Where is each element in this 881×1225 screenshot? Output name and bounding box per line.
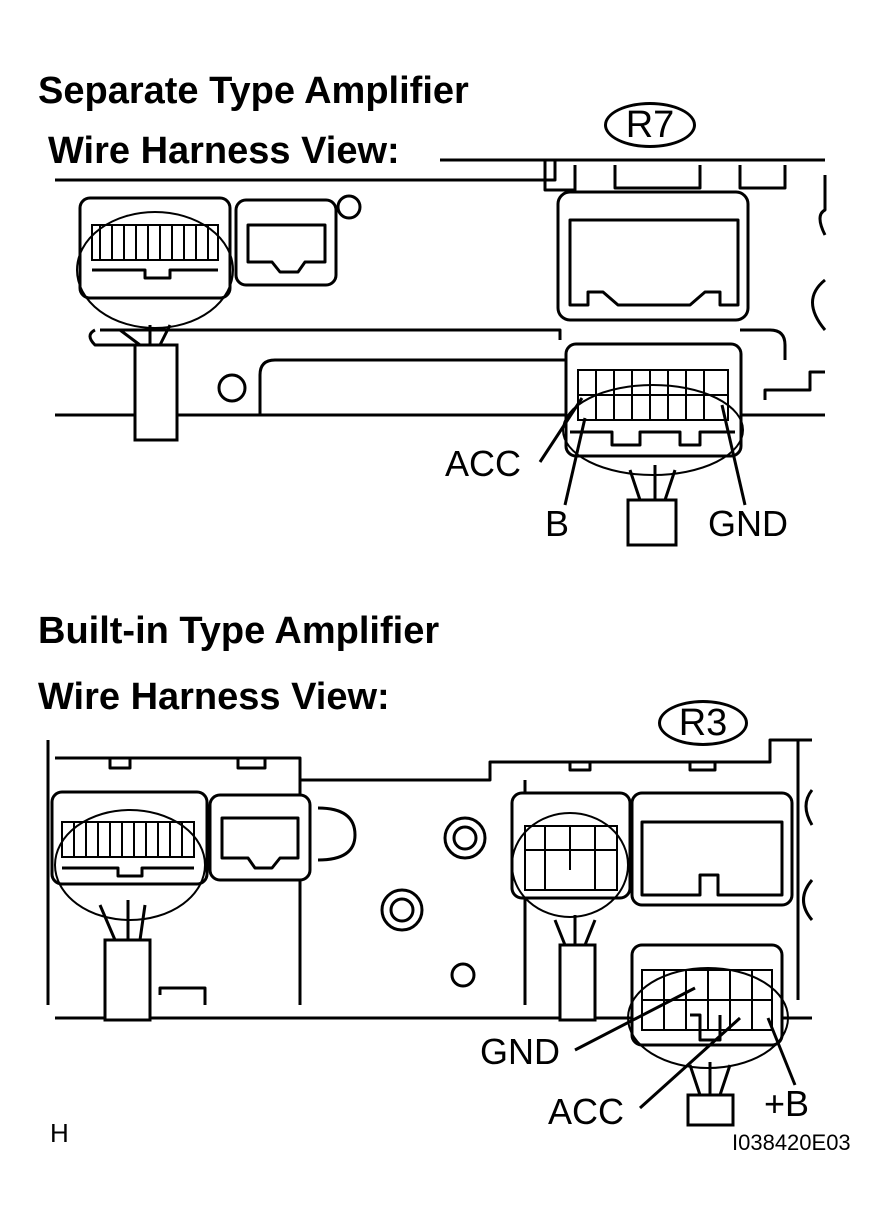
left-wire-bundle — [133, 343, 179, 442]
housing-top-edge — [55, 158, 825, 182]
corner-letter: H — [50, 1118, 69, 1148]
r7-highlight — [562, 384, 744, 476]
connector-code-r3: R3 — [658, 700, 748, 746]
mounting-hole — [336, 194, 362, 220]
left-connector-highlight — [76, 211, 234, 329]
mid-connector-housing — [234, 198, 338, 287]
builtin-amplifier-title: Built-in Type Amplifier — [38, 610, 440, 652]
r3-gnd-leader — [574, 986, 696, 1052]
r7-b-label: B — [545, 503, 570, 544]
r3-acc-label: ACC — [548, 1091, 625, 1132]
left-wires — [119, 324, 172, 347]
r3-plus-b-leader — [766, 1017, 797, 1086]
connector-code-r7: R7 — [604, 102, 696, 148]
builtin-housing-top — [46, 738, 812, 1005]
left-connector-housing — [78, 196, 232, 300]
r7-acc-label: ACC — [445, 443, 522, 484]
gnd-leader — [720, 404, 747, 506]
r3-gnd-label: GND — [480, 1031, 560, 1072]
r7-wire-bundle — [626, 498, 678, 547]
builtin-large-connector — [630, 791, 794, 907]
r7-wires — [628, 465, 677, 501]
r3-plus-b-label: +B — [764, 1083, 810, 1124]
r3-acc-leader — [638, 1016, 742, 1110]
b-leader — [563, 417, 587, 506]
acc-leader — [538, 397, 584, 463]
separate-wire-harness-view-label: Wire Harness View: — [48, 130, 400, 172]
builtin-left-bundle — [103, 938, 152, 1022]
separate-amplifier-title: Separate Type Amplifier — [38, 70, 469, 112]
figure-id: I038420E03 — [732, 1130, 851, 1155]
housing-tabs — [543, 160, 787, 192]
r7-upper-connector — [556, 190, 750, 322]
r7-gnd-label: GND — [708, 503, 788, 544]
builtin-wire-harness-view-label: Wire Harness View: — [38, 676, 390, 718]
builtin-left-connector — [50, 790, 209, 886]
left-connector-pins — [91, 224, 219, 261]
r3-highlight — [627, 967, 789, 1069]
r7-connector — [564, 342, 743, 458]
